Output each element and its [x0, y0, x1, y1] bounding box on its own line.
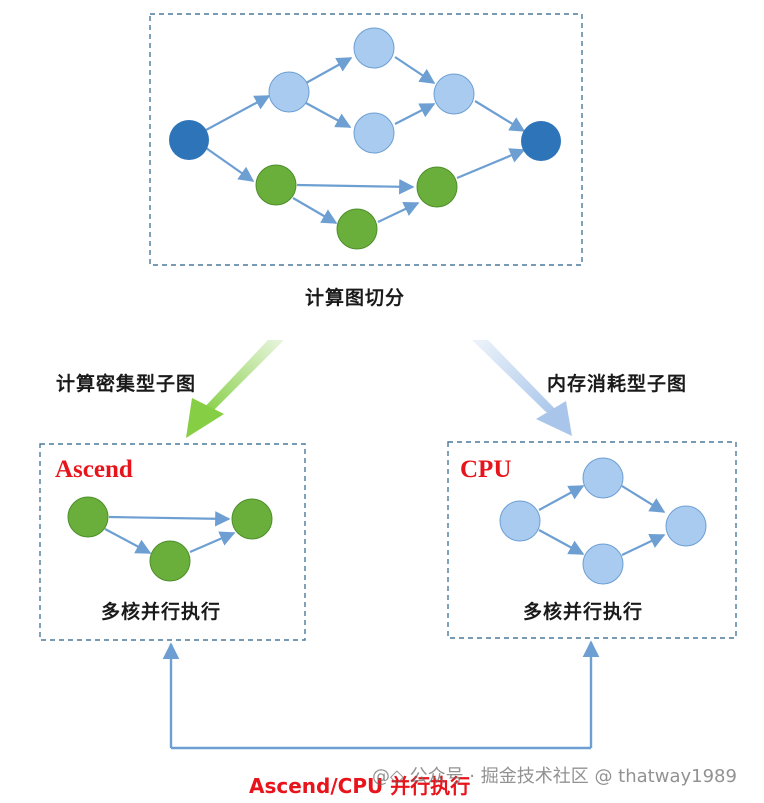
- node: [353, 112, 395, 154]
- cpu-label: CPU: [460, 456, 512, 483]
- edge: [189, 531, 236, 554]
- node: [582, 457, 624, 499]
- split-arrow-right: [472, 340, 572, 436]
- edge: [621, 485, 666, 513]
- ascend-box: [39, 443, 306, 641]
- bottom-caption: Ascend/CPU 并行执行: [249, 774, 471, 798]
- top-graph-edges: [205, 56, 526, 224]
- edge: [538, 529, 585, 555]
- cpu-box: [447, 441, 737, 639]
- watermark: @◇ 公众号 · 掘金技术社区 @ thatway1989: [372, 766, 737, 787]
- top-graph-box: [149, 13, 583, 266]
- node: [499, 500, 541, 542]
- edge: [104, 528, 152, 554]
- edge: [474, 100, 526, 132]
- left-branch-label: 计算密集型子图: [56, 373, 197, 395]
- node: [231, 498, 273, 540]
- edge: [292, 197, 338, 224]
- ascend-graph-edges: [104, 511, 236, 554]
- edge: [205, 95, 271, 131]
- edge: [621, 534, 666, 556]
- edge: [305, 102, 352, 128]
- ascend-label: Ascend: [55, 456, 133, 483]
- node: [665, 505, 707, 547]
- node: [67, 496, 109, 538]
- cpu-caption: 多核并行执行: [523, 601, 644, 623]
- node: [433, 73, 475, 115]
- top-graph-nodes: [169, 27, 561, 250]
- parallel-connector: [162, 640, 600, 750]
- edge: [538, 485, 585, 511]
- node: [255, 164, 297, 206]
- edge: [456, 148, 526, 180]
- node: [582, 543, 624, 585]
- cpu-graph-nodes: [499, 457, 707, 585]
- node: [336, 208, 378, 250]
- edge: [394, 103, 436, 125]
- cpu-graph-edges: [538, 485, 666, 556]
- right-branch-label: 内存消耗型子图: [547, 373, 688, 395]
- node: [416, 166, 458, 208]
- node: [268, 71, 310, 113]
- source-node: [169, 120, 209, 160]
- edge: [205, 147, 255, 182]
- edge: [305, 57, 353, 84]
- ascend-graph-nodes: [67, 496, 273, 582]
- node: [353, 27, 395, 69]
- edge: [394, 56, 436, 84]
- split-arrow-left: [186, 340, 284, 438]
- ascend-caption: 多核并行执行: [101, 601, 222, 623]
- node: [149, 540, 191, 582]
- edge: [108, 511, 231, 527]
- edge: [377, 201, 420, 223]
- sink-node: [521, 121, 561, 161]
- edge: [296, 179, 415, 195]
- top-caption: 计算图切分: [305, 287, 406, 309]
